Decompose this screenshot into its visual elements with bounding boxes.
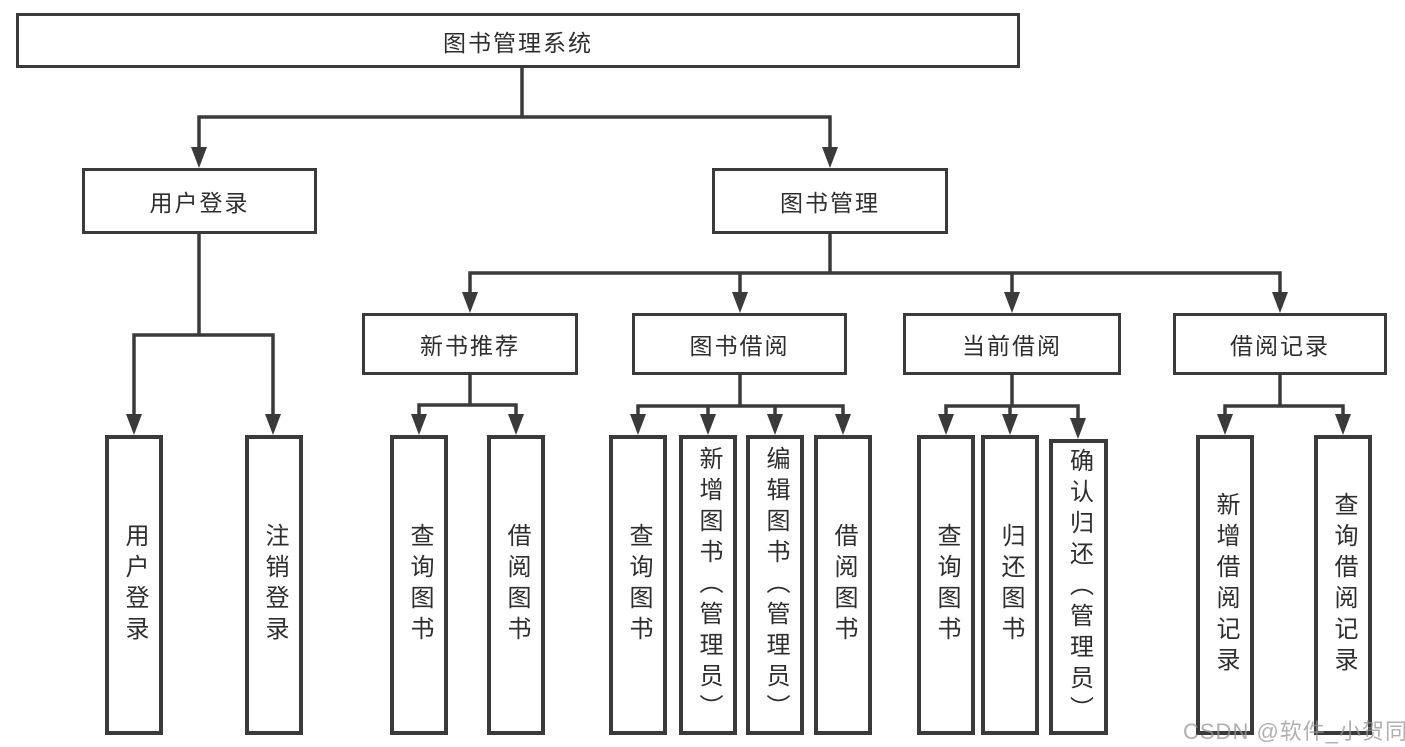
node-new-book-recommend: 新书推荐 xyxy=(362,313,578,375)
leaf-borrowing-edit-book-admin: 编辑图书（管理员） xyxy=(746,435,804,735)
leaf-borrowing-borrow-books: 借阅图书 xyxy=(814,435,872,735)
leaf-current-query-books: 查询图书 xyxy=(917,435,975,735)
leaf-current-confirm-return-admin: 确认归还（管理员） xyxy=(1049,439,1108,735)
node-borrowing-records: 借阅记录 xyxy=(1173,313,1387,375)
node-user-login: 用户登录 xyxy=(82,168,317,234)
leaf-current-return-books: 归还图书 xyxy=(981,435,1039,735)
node-library-management-system: 图书管理系统 xyxy=(16,13,1020,68)
csdn-watermark: CSDN @软件_小贺同学 xyxy=(1183,719,1405,744)
leaf-borrowing-query-books: 查询图书 xyxy=(609,435,667,735)
leaf-borrowing-add-book-admin: 新增图书（管理员） xyxy=(679,435,737,735)
leaf-records-add-record: 新增借阅记录 xyxy=(1196,435,1254,735)
node-book-borrowing: 图书借阅 xyxy=(632,313,847,375)
leaf-records-query-record: 查询借阅记录 xyxy=(1314,435,1372,735)
leaf-logout: 注销登录 xyxy=(245,435,303,735)
node-book-management: 图书管理 xyxy=(712,168,948,234)
node-current-borrowing: 当前借阅 xyxy=(903,313,1121,375)
leaf-recommend-borrow-books: 借阅图书 xyxy=(487,435,545,735)
leaf-recommend-query-books: 查询图书 xyxy=(390,435,448,735)
leaf-user-login: 用户登录 xyxy=(105,435,163,735)
